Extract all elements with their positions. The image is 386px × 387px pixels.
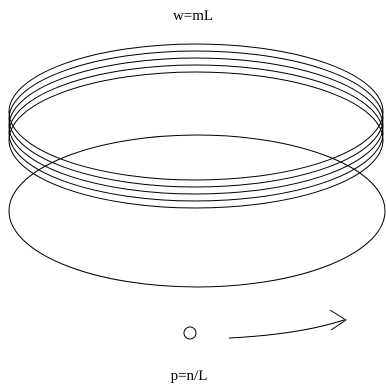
winding-number-label: w=mL	[173, 8, 213, 24]
winding-ring	[8, 64, 384, 202]
momentum-arrow-shaft	[228, 319, 345, 339]
base-ring	[8, 134, 386, 288]
winding-ring	[8, 50, 384, 188]
winding-ring	[8, 43, 384, 181]
ring-stack	[8, 43, 386, 288]
momentum-arrow-head	[329, 309, 347, 331]
particle-circle	[183, 326, 197, 340]
winding-ring	[8, 71, 384, 209]
winding-ring	[8, 57, 384, 195]
momentum-label: p=n/L	[171, 368, 208, 384]
